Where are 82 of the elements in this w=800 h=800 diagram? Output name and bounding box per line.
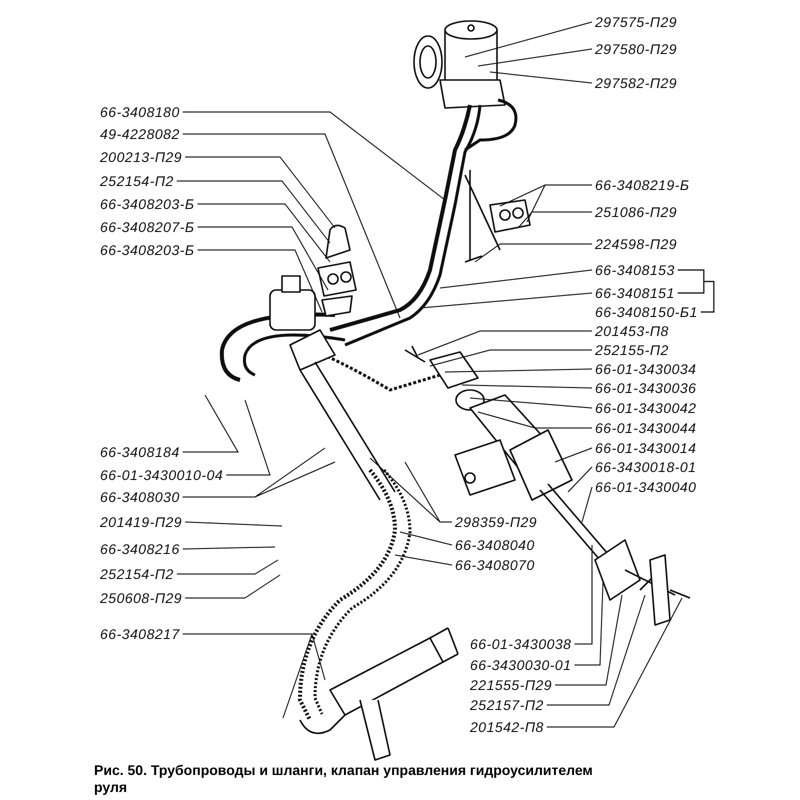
part-number: 66-01-3430038 — [470, 636, 572, 652]
part-number: 66-01-3430042 — [595, 400, 696, 416]
part-number: 224598-П29 — [595, 236, 678, 252]
leader-line — [182, 634, 326, 680]
part-number: 66-3408217 — [100, 626, 180, 642]
part-number: 66-01-3430036 — [595, 380, 696, 396]
part-number: 252154-П2 — [100, 566, 174, 582]
part-number: 66-3408151 — [595, 285, 675, 301]
leader-line — [430, 350, 592, 366]
part-number: 200213-П29 — [100, 149, 182, 165]
leader-line — [474, 244, 592, 262]
part-number: 297582-П29 — [595, 75, 678, 91]
part-number: 250608-П29 — [100, 590, 182, 606]
part-number: 252154-П2 — [100, 173, 174, 189]
leader-line — [462, 384, 592, 388]
part-number: 221555-П29 — [470, 677, 552, 693]
leader-line — [444, 368, 592, 372]
part-number: 66-3408203-Б — [100, 196, 195, 212]
leader-line — [568, 466, 592, 492]
leader-line — [176, 560, 278, 574]
part-number: 66-3408153 — [595, 262, 675, 278]
part-number: 297580-П29 — [595, 41, 678, 57]
part-number: 66-3408203-Б — [100, 242, 195, 258]
leader-line — [518, 212, 592, 228]
leader-line — [554, 448, 592, 462]
leader-line — [182, 546, 276, 550]
part-number: 201419-П29 — [100, 514, 182, 530]
leader-line — [582, 486, 592, 522]
part-number: 201542-П8 — [470, 719, 544, 735]
leader-line — [440, 270, 592, 288]
part-number: 66-3408030 — [100, 489, 180, 505]
leader-line — [182, 394, 239, 452]
part-number: 66-01-3430040 — [595, 479, 696, 495]
part-number: 66-3408070 — [455, 557, 535, 573]
part-number: 66-3408184 — [100, 444, 180, 460]
part-number: 251086-П29 — [595, 204, 678, 220]
leader-line — [197, 204, 330, 262]
leader-line — [197, 226, 328, 290]
leader-line — [464, 22, 592, 58]
part-number: 201453-П8 — [595, 323, 669, 339]
leader-line — [546, 598, 682, 728]
part-number: 66-3408040 — [455, 537, 535, 553]
leader-line — [182, 134, 400, 318]
leader-line — [526, 184, 592, 222]
leader-line — [182, 112, 446, 200]
leader-line — [176, 180, 330, 244]
part-number: 66-01-3430034 — [595, 361, 696, 377]
leader-line — [404, 462, 452, 522]
leader-line — [184, 522, 282, 526]
part-number: 49-4228082 — [100, 126, 180, 142]
part-number: 66-3408180 — [100, 104, 180, 120]
part-number: 66-3430018-01 — [595, 459, 696, 475]
leader-line — [226, 400, 271, 476]
part-number: 298359-П29 — [455, 514, 538, 530]
leader-line — [394, 554, 452, 566]
part-number: 66-01-3430010-04 — [100, 467, 224, 483]
leader-line — [546, 594, 646, 706]
leader-line — [470, 398, 592, 408]
part-number: 66-01-3430014 — [595, 440, 696, 456]
part-number: 66-3408219-Б — [595, 177, 690, 193]
leader-line — [420, 292, 592, 308]
part-number: 252155-П2 — [595, 342, 669, 358]
part-number: 252157-П2 — [470, 697, 544, 713]
leader-line — [574, 544, 592, 644]
part-number: 66-01-3430044 — [595, 420, 696, 436]
leader-line — [478, 412, 592, 428]
part-number: 66-3408216 — [100, 541, 180, 557]
leader-line — [182, 462, 336, 498]
part-number: 66-3408150-Б1 — [595, 304, 698, 320]
leader-line — [478, 48, 592, 66]
figure-caption: Рис. 50. Трубопроводы и шланги, клапан управления гидроусилителем руля — [94, 762, 594, 796]
leader-line — [554, 594, 622, 686]
leader-line — [184, 156, 336, 228]
part-number: 297575-П29 — [595, 14, 678, 30]
leader-line — [490, 72, 592, 84]
leader-line — [197, 250, 322, 312]
leader-line — [400, 532, 452, 546]
leader-line — [418, 330, 592, 356]
part-number: 66-3408207-Б — [100, 219, 195, 235]
part-number: 66-3430030-01 — [470, 657, 572, 673]
leader-line — [184, 574, 280, 598]
leader-line — [574, 582, 604, 666]
